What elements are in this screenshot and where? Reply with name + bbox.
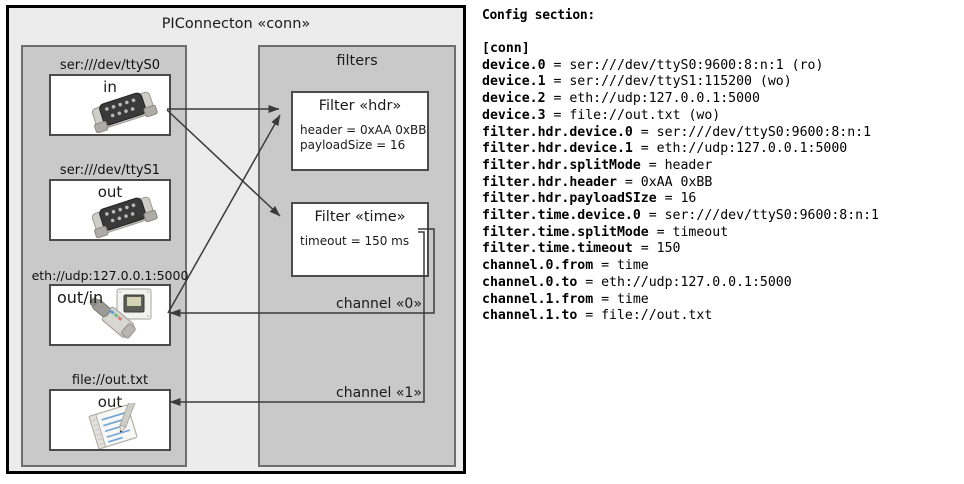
config-key: [conn]: [482, 41, 530, 56]
device-ser-ttys1[interactable]: ser:///dev/ttyS1 out: [49, 163, 171, 241]
config-value: = ser:///dev/ttyS0:9600:8:n:1: [632, 124, 872, 140]
device-file-out-txt[interactable]: file://out.txt out: [49, 373, 171, 451]
config-key: filter.hdr.payloadSIze: [482, 191, 657, 207]
filters-panel-title: filters: [336, 53, 378, 69]
config-value: = eth://udp:127.0.0.1:5000: [577, 274, 792, 290]
config-key: filter.time.timeout: [482, 241, 633, 257]
config-value: = time: [593, 291, 649, 307]
config-value: = ser:///dev/ttyS0:9600:8:n:1 (ro): [545, 57, 824, 73]
ethernet-jack-icon: [83, 288, 163, 344]
device-label: file://out.txt: [71, 373, 149, 388]
filters-panel: filters Filter «hdr» header = 0xAA 0xBB …: [258, 45, 456, 467]
config-value: = time: [593, 258, 649, 274]
config-key: filter.hdr.header: [482, 174, 617, 190]
device-box[interactable]: out/in: [49, 284, 171, 346]
config-value: = eth://udp:127.0.0.1:5000: [632, 141, 848, 157]
filter-time-box[interactable]: Filter «time» timeout = 150 ms: [291, 202, 429, 277]
config-line: channel.1.to = file://out.txt: [482, 308, 960, 325]
config-key: channel.1.from: [482, 291, 594, 307]
config-key: channel.0.from: [482, 258, 594, 274]
config-line: channel.1.from = time: [482, 292, 960, 309]
config-value: = ser:///dev/ttyS0:9600:8:n:1: [640, 208, 879, 224]
component-title: PIConnecton «conn»: [161, 16, 311, 32]
config-key: channel.1.to: [482, 308, 578, 324]
serial-db9-icon: [87, 192, 159, 239]
config-line: [conn]: [482, 41, 960, 58]
text-file-pencil-icon: [85, 395, 147, 449]
config-value: = file://out.txt (wo): [545, 107, 721, 123]
channel-0-label: channel «0»: [336, 296, 422, 312]
config-value: = file://out.txt: [577, 308, 713, 324]
config-line: device.3 = file://out.txt (wo): [482, 108, 960, 125]
config-line: filter.time.timeout = 150: [482, 241, 960, 258]
device-io-label: out: [97, 183, 123, 201]
serial-db9-icon: [87, 87, 159, 134]
config-key: filter.hdr.device.0: [482, 124, 633, 140]
config-line: filter.time.splitMode = timeout: [482, 225, 960, 242]
devices-panel: ser:///dev/ttyS0 in: [21, 45, 188, 467]
device-label: ser:///dev/ttyS0: [59, 58, 161, 73]
config-value: = 150: [632, 241, 681, 257]
device-ser-ttys0[interactable]: ser:///dev/ttyS0 in: [49, 58, 171, 136]
config-line: filter.hdr.device.0 = ser:///dev/ttyS0:9…: [482, 125, 960, 142]
config-value: = 16: [656, 191, 697, 207]
filter-hdr-box[interactable]: Filter «hdr» header = 0xAA 0xBB payloadS…: [291, 91, 429, 171]
filter-title: Filter «hdr»: [318, 98, 402, 114]
config-line: device.2 = eth://udp:127.0.0.1:5000: [482, 91, 960, 108]
config-line: filter.hdr.device.1 = eth://udp:127.0.0.…: [482, 141, 960, 158]
config-key: device.0: [482, 57, 546, 73]
device-label: eth://udp:127.0.0.1:5000: [31, 268, 189, 283]
filter-properties: timeout = 150 ms: [300, 234, 427, 249]
config-line: filter.hdr.payloadSIze = 16: [482, 191, 960, 208]
config-value: = header: [640, 157, 713, 173]
device-eth-udp[interactable]: eth://udp:127.0.0.1:5000 out/in: [32, 268, 188, 346]
config-line: filter.time.device.0 = ser:///dev/ttyS0:…: [482, 208, 960, 225]
filter-property: payloadSize = 16: [300, 138, 406, 152]
config-key: filter.time.splitMode: [482, 224, 649, 240]
device-box[interactable]: out: [49, 389, 171, 451]
piconnecton-component-box: PIConnecton «conn» ser:///dev/ttyS0 in: [6, 5, 466, 474]
config-key: filter.hdr.splitMode: [482, 157, 641, 173]
config-heading: Config section:: [482, 8, 595, 23]
config-key: filter.hdr.device.1: [482, 141, 633, 157]
device-io-label: out: [97, 393, 123, 411]
config-value: = eth://udp:127.0.0.1:5000: [545, 91, 760, 107]
device-box[interactable]: in: [49, 74, 171, 136]
config-value: = 0xAA 0xBB: [616, 174, 713, 190]
device-box[interactable]: out: [49, 179, 171, 241]
device-io-label: in: [103, 78, 117, 96]
filter-property: header = 0xAA 0xBB: [300, 123, 427, 137]
config-value: = ser:///dev/ttyS1:115200 (wo): [545, 74, 792, 90]
config-key: channel.0.to: [482, 274, 578, 290]
config-line: filter.hdr.header = 0xAA 0xBB: [482, 175, 960, 192]
config-line: filter.hdr.splitMode = header: [482, 158, 960, 175]
config-text-block: [conn]device.0 = ser:///dev/ttyS0:9600:8…: [482, 41, 960, 325]
device-io-label: out/in: [57, 288, 104, 307]
config-pane: Config section: [conn]device.0 = ser:///…: [482, 8, 960, 478]
filter-title: Filter «time»: [314, 209, 406, 225]
config-key: device.3: [482, 107, 546, 123]
config-line: channel.0.from = time: [482, 258, 960, 275]
config-value: = timeout: [648, 224, 729, 240]
config-key: device.2: [482, 91, 546, 107]
config-line: channel.0.to = eth://udp:127.0.0.1:5000: [482, 275, 960, 292]
channel-1-label: channel «1»: [336, 385, 422, 401]
config-line: device.1 = ser:///dev/ttyS1:115200 (wo): [482, 74, 960, 91]
config-line: device.0 = ser:///dev/ttyS0:9600:8:n:1 (…: [482, 58, 960, 75]
config-key: device.1: [482, 74, 546, 90]
device-label: ser:///dev/ttyS1: [59, 163, 161, 178]
config-key: filter.time.device.0: [482, 208, 641, 224]
filter-properties: header = 0xAA 0xBB payloadSize = 16: [300, 123, 427, 153]
filter-property: timeout = 150 ms: [300, 234, 410, 248]
